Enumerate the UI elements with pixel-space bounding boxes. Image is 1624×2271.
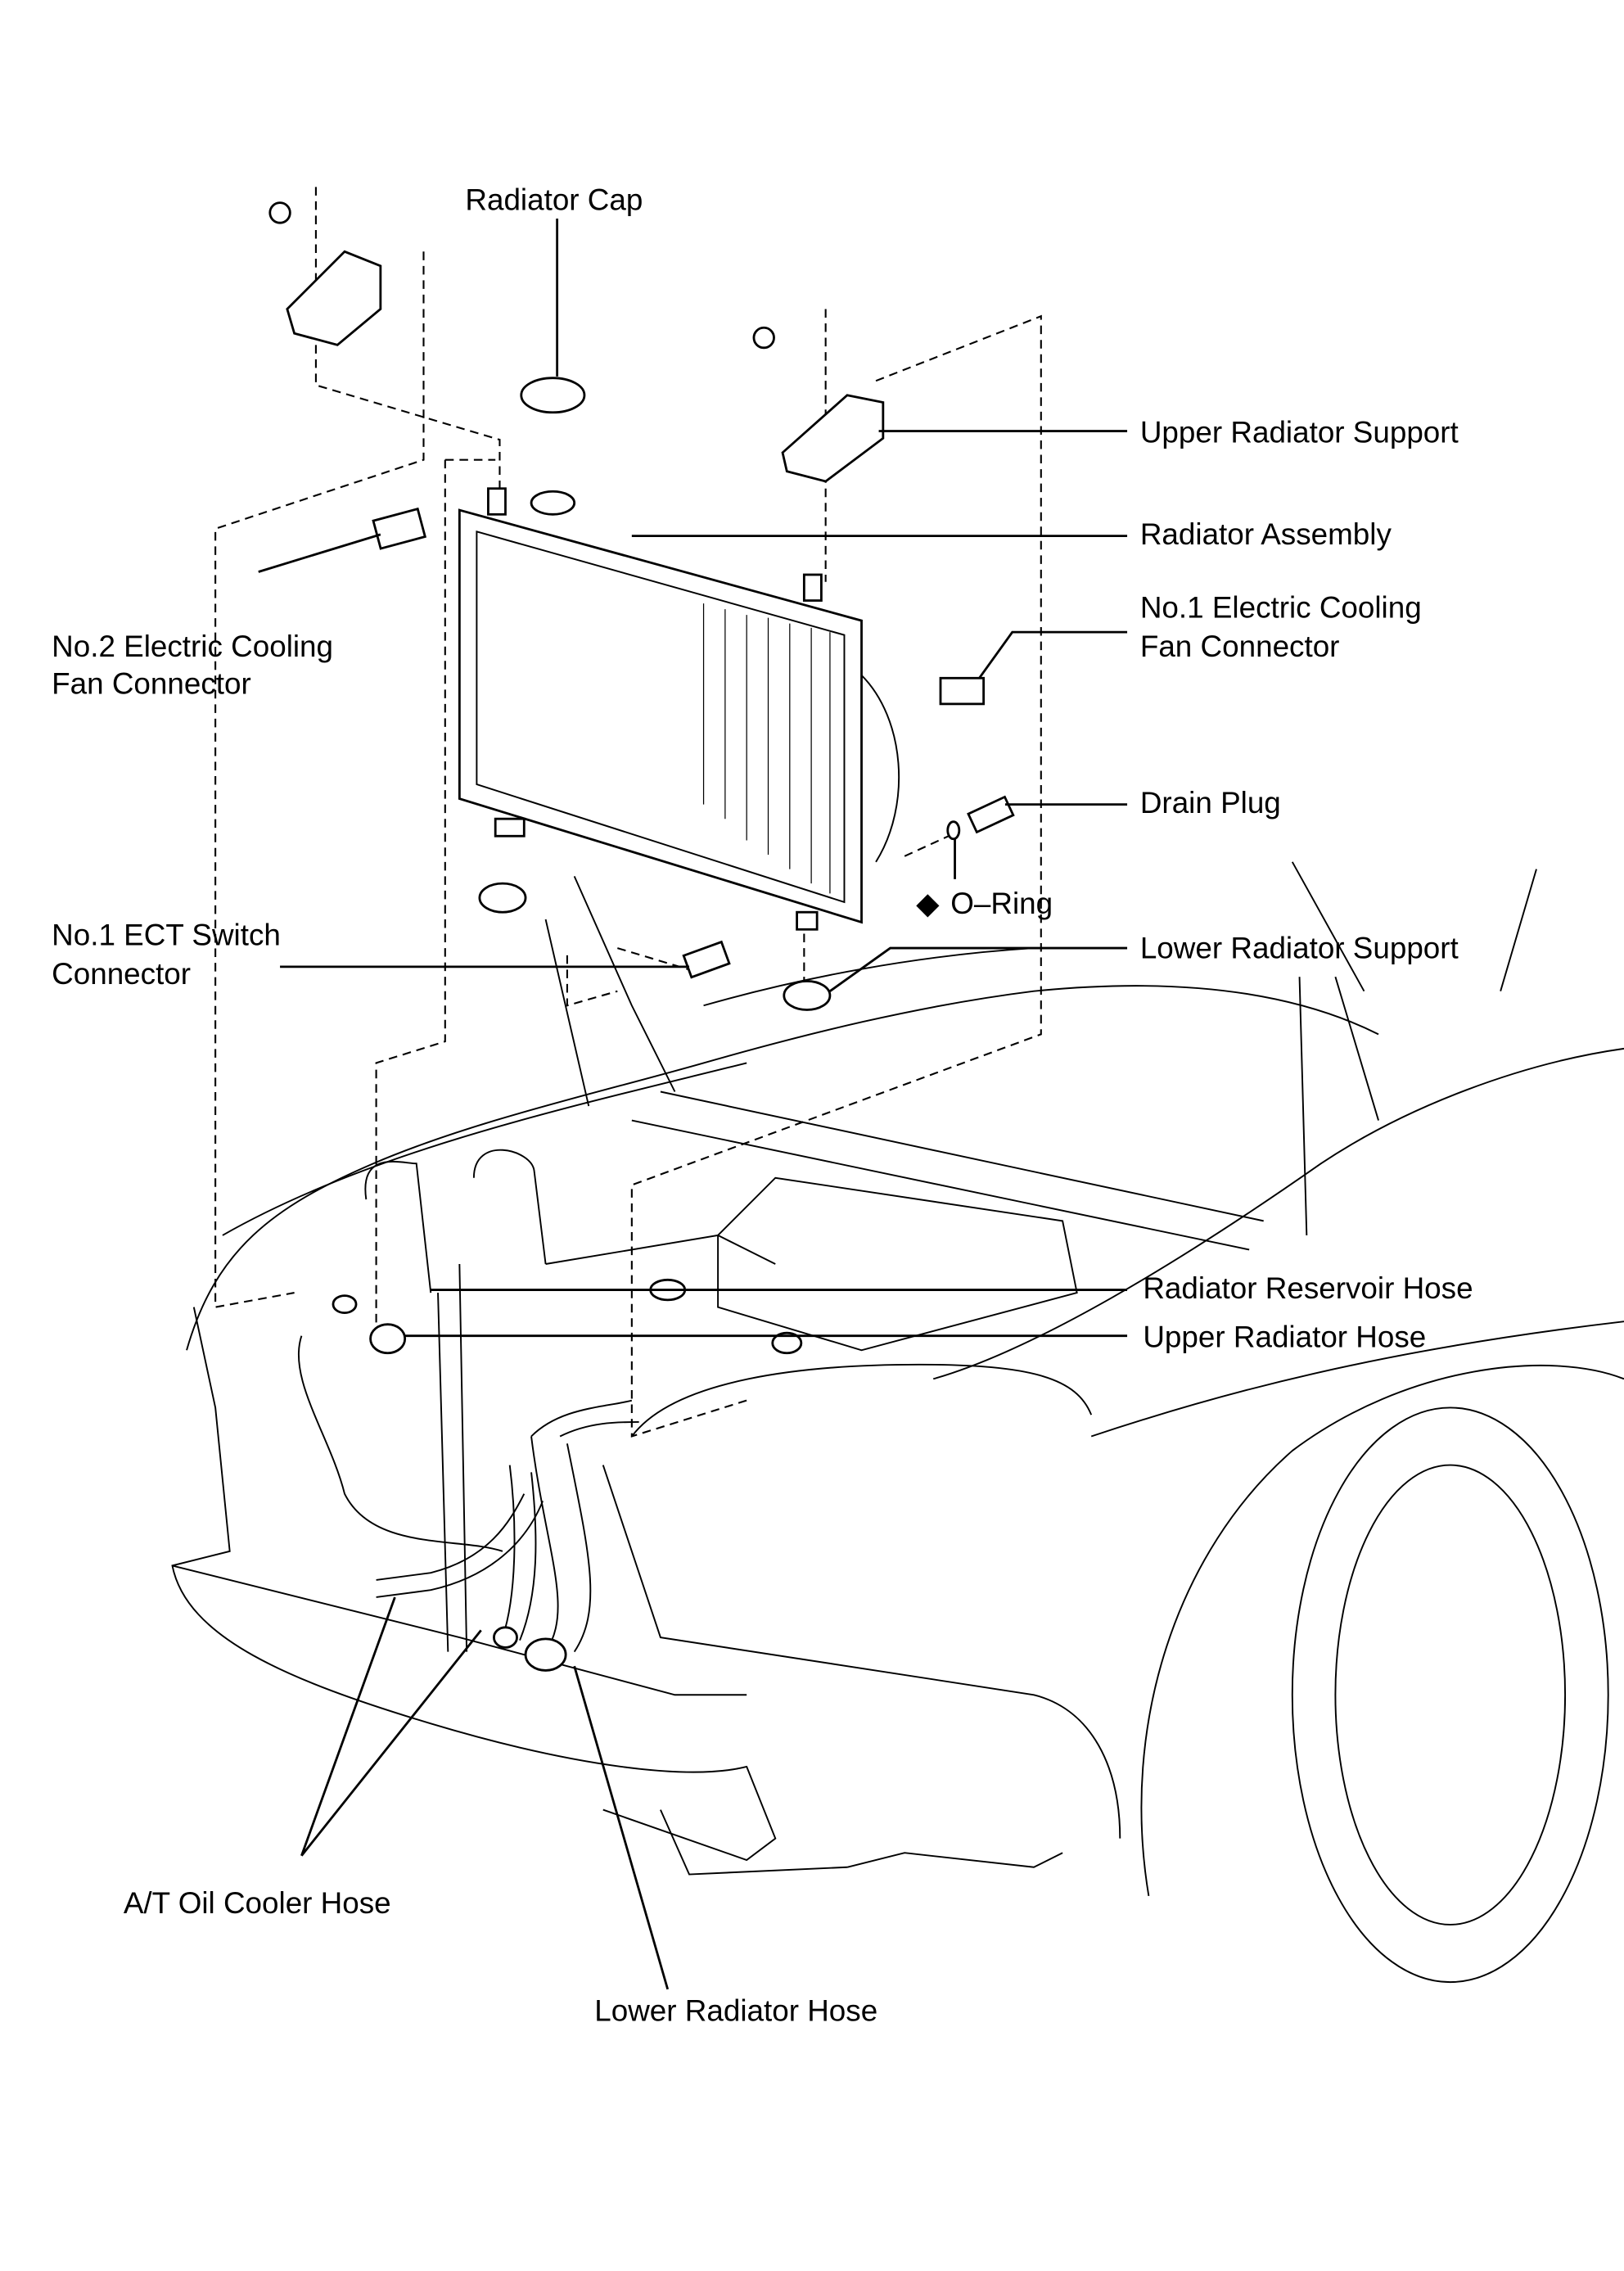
o-ring-marker-icon: ◆ <box>916 887 940 920</box>
label-o-ring: O–Ring <box>950 887 1053 920</box>
label-no2-fan-connector-1: No.2 Electric Cooling <box>52 630 333 663</box>
labels: Radiator Cap Upper Radiator Support Radi… <box>52 183 1473 2027</box>
label-no1-fan-connector-2: Fan Connector <box>1140 630 1340 663</box>
radiator-cap <box>520 377 586 414</box>
lower-radiator-support-left <box>478 882 527 914</box>
no1-fan-connector <box>939 676 986 706</box>
label-radiator-reservoir-hose: Radiator Reservoir Hose <box>1143 1271 1473 1305</box>
label-at-oil-cooler-hose: A/T Oil Cooler Hose <box>124 1886 391 1920</box>
label-lower-radiator-hose: Lower Radiator Hose <box>594 1993 877 2027</box>
label-drain-plug: Drain Plug <box>1140 786 1281 819</box>
radiator-assembly <box>458 487 900 931</box>
bolt-left <box>268 201 291 224</box>
ect-switch-connector <box>682 940 731 979</box>
label-ect-switch-1: No.1 ECT Switch <box>52 919 281 952</box>
label-upper-radiator-support: Upper Radiator Support <box>1140 416 1459 449</box>
o-ring <box>946 820 961 841</box>
label-upper-radiator-hose: Upper Radiator Hose <box>1143 1321 1426 1354</box>
lower-radiator-support-right <box>783 980 832 1011</box>
bolt-right <box>752 326 775 350</box>
vehicle-outline <box>171 861 1624 1984</box>
label-radiator-assembly: Radiator Assembly <box>1140 517 1392 551</box>
upper-radiator-support-left <box>286 250 382 346</box>
label-lower-radiator-support: Lower Radiator Support <box>1140 931 1459 964</box>
alignment-dashed-lines <box>214 187 1042 1438</box>
label-radiator-cap: Radiator Cap <box>465 183 643 216</box>
leader-lines <box>258 218 1128 1990</box>
label-ect-switch-2: Connector <box>52 957 191 991</box>
drain-plug <box>967 795 1015 834</box>
no2-fan-connector <box>372 507 427 550</box>
radiator-filler-neck <box>530 490 576 516</box>
upper-radiator-support-right <box>781 394 885 483</box>
label-no1-fan-connector-1: No.1 Electric Cooling <box>1140 591 1422 625</box>
label-no2-fan-connector-2: Fan Connector <box>52 667 251 701</box>
